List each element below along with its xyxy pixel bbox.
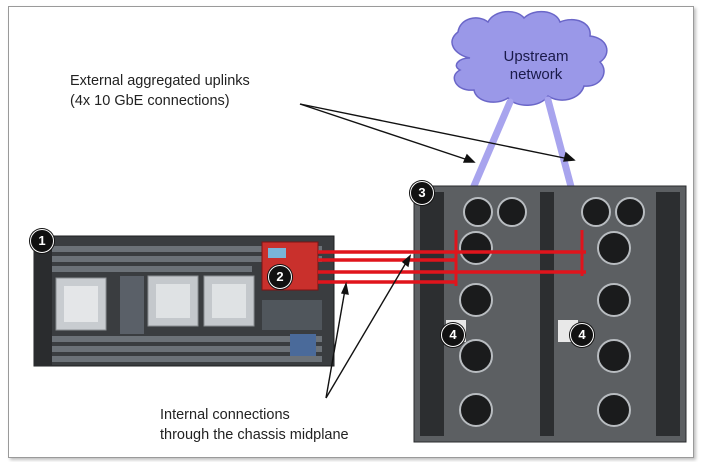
badge-chassis: 3	[410, 181, 434, 205]
uplinks-label-line2: (4x 10 GbE connections)	[70, 93, 230, 109]
uplinks-label-line1: External aggregated uplinks	[70, 73, 250, 89]
badge-compute-node: 1	[30, 229, 54, 253]
cloud-label-line2: network	[509, 66, 563, 83]
callout-arrows	[299, 103, 576, 399]
upstream-network-cloud	[451, 10, 608, 106]
cloud-label-line1: Upstream	[503, 48, 569, 65]
badge-switch-right: 4	[570, 323, 594, 347]
badge-network-adapter: 2	[268, 265, 292, 289]
cloud-label: Upstream network	[488, 48, 584, 84]
internal-connections	[318, 230, 586, 286]
badge-switch-left: 4	[441, 323, 465, 347]
chassis	[413, 185, 687, 443]
internal-label-line1: Internal connections	[160, 407, 290, 423]
chassis-fans	[459, 197, 645, 427]
internal-label-line2: through the chassis midplane	[160, 427, 349, 443]
